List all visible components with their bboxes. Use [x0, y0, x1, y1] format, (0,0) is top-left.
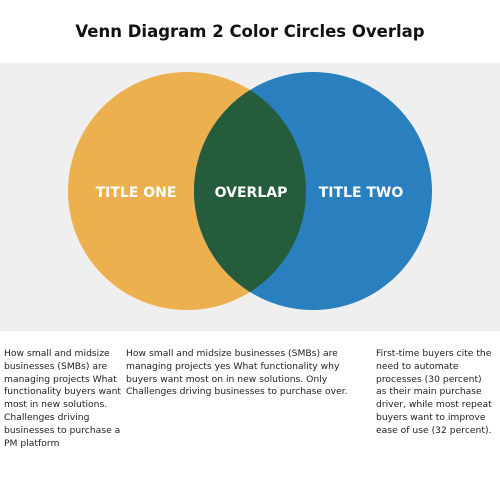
- label-title-two: TITLE TWO: [319, 185, 404, 201]
- label-overlap: OVERLAP: [215, 185, 288, 201]
- caption-middle: How small and midsize businesses (SMBs) …: [126, 348, 348, 398]
- overlap-region[interactable]: [194, 72, 432, 310]
- caption-right: First-time buyers cite the need to autom…: [376, 348, 492, 436]
- page-title: Venn Diagram 2 Color Circles Overlap: [75, 22, 425, 41]
- label-title-one: TITLE ONE: [96, 185, 177, 201]
- caption-left: How small and midsize businesses (SMBs) …: [4, 348, 122, 449]
